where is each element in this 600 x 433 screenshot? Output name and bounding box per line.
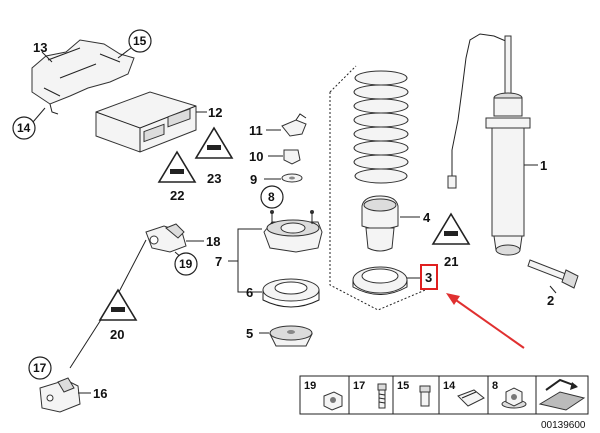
legend-label-15: 15 [397,380,409,392]
label-4: 4 [423,210,431,225]
bolt-part[interactable] [527,259,579,289]
warning-triangle-icon [98,288,138,321]
label-7: 7 [215,254,222,269]
pin-icon [419,385,431,407]
strut-mount-part[interactable] [263,210,323,253]
sensor-bracket-part[interactable] [145,223,187,253]
label-14: 14 [17,121,31,135]
circle-callout-19 [174,252,198,276]
shock-absorber-part[interactable] [485,35,531,256]
warning-triangle-icon [431,212,471,245]
label-8: 8 [268,190,275,204]
label-18: 18 [206,234,220,249]
circle-callout-14 [12,116,36,140]
label-16: 16 [93,386,107,401]
label-20: 20 [110,327,124,342]
label-11: 11 [249,123,263,138]
control-unit-part[interactable] [95,91,197,153]
label-1: 1 [540,158,547,173]
circle-callout-17 [28,356,52,380]
clip-icon [457,389,485,407]
label-15: 15 [133,34,147,48]
label-2: 2 [547,293,554,308]
circle-callout-8 [260,185,284,209]
legend-label-14: 14 [443,380,456,392]
warning-triangle-icon [157,150,197,183]
label-3: 3 [425,270,432,285]
label-10: 10 [249,149,263,164]
label-12: 12 [208,105,222,120]
label-17: 17 [33,361,47,375]
label-19: 19 [179,257,193,271]
label-23: 23 [207,171,221,186]
spring-pad-part[interactable] [352,266,408,295]
figure-id: 00139600 [541,420,586,431]
label-5: 5 [246,326,253,341]
bearing-ring-part[interactable] [262,278,320,308]
bracket-part[interactable] [31,39,135,115]
legend-label-17: 17 [353,380,365,392]
coil-spring-part[interactable] [353,70,409,184]
bump-stop-part[interactable] [361,195,399,252]
nut-icon [323,391,343,411]
legend-label-19: 19 [304,380,316,392]
label-22: 22 [170,188,184,203]
label-6: 6 [246,285,253,300]
cap-part-5[interactable] [269,325,313,347]
warning-triangle-icon [194,126,234,159]
circle-callout-15 [128,29,152,53]
pad-icon [538,378,586,411]
washer-part-9[interactable] [281,173,303,183]
sensor-part-16[interactable] [39,377,81,413]
label-9: 9 [250,172,257,187]
label-13: 13 [33,40,47,55]
red-arrow-icon [446,293,525,349]
legend-label-8: 8 [492,380,498,392]
legend-strip: 19 17 15 14 8 [299,375,589,415]
clip-part-11[interactable] [281,113,307,137]
nut-part-10[interactable] [283,149,301,165]
screw-icon [377,383,387,409]
label-21: 21 [444,254,458,269]
collar-nut-icon [501,387,527,409]
highlight-box [420,264,438,290]
